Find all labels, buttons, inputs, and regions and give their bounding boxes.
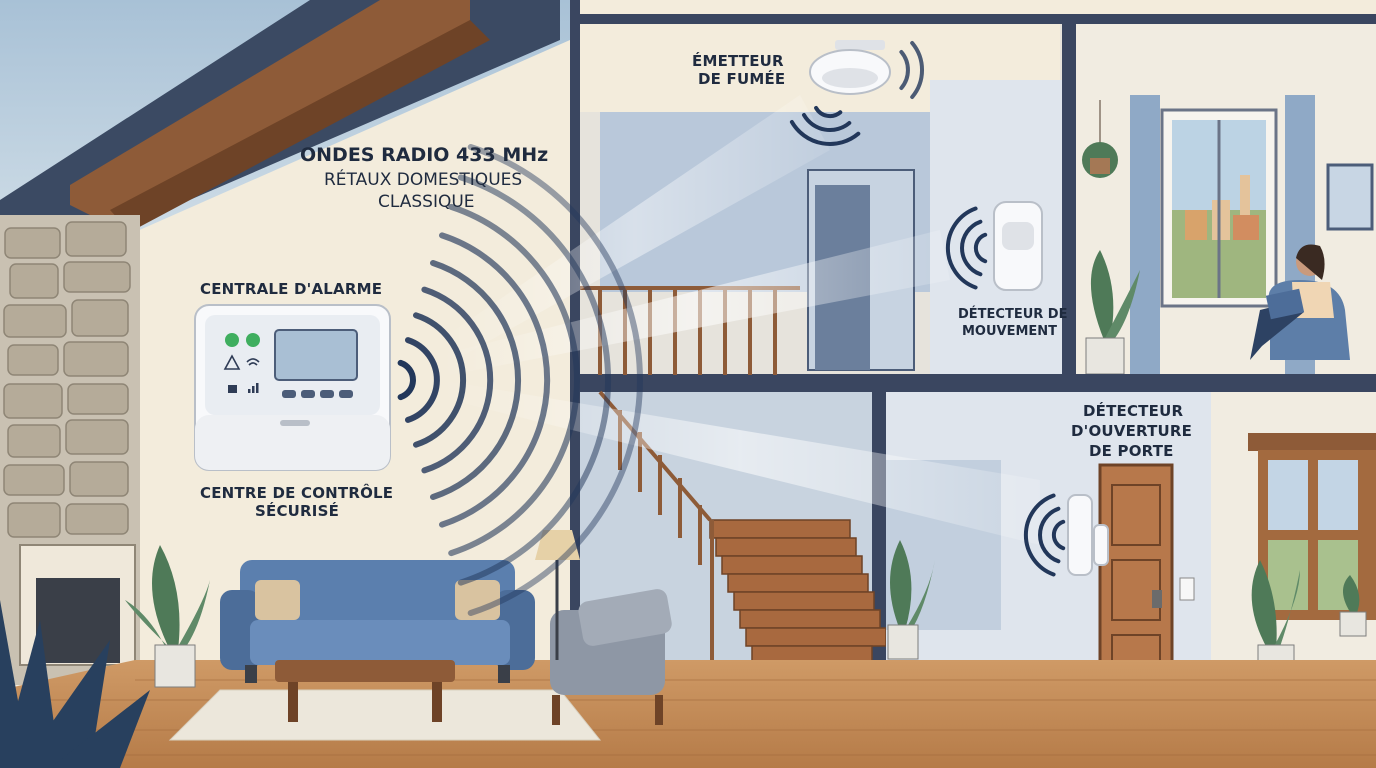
radio-wave-icon <box>397 144 643 616</box>
light-switch <box>1179 577 1195 601</box>
radio-arc <box>1051 519 1066 551</box>
corridor-plant <box>887 540 935 660</box>
door-sensor-icon <box>1067 494 1109 576</box>
leaf-icon <box>225 333 239 347</box>
radio-title: ONDES RADIO 433 MHz <box>300 144 549 166</box>
door-wave-icon <box>1023 493 1066 577</box>
motion-label-line-2: MOUVEMENT <box>962 324 1058 339</box>
alarm-panel-icon <box>194 304 391 471</box>
radio-arc <box>802 113 852 133</box>
radio-subtitle-1: RÉTAUX DOMESTIQUES <box>324 170 523 190</box>
radio-arc <box>973 232 988 264</box>
smoke-detector-icon <box>809 40 891 95</box>
lock-icon <box>228 385 237 393</box>
staircase <box>709 519 887 663</box>
warning-icon <box>223 354 241 370</box>
door-label-line-3: DE PORTE <box>1089 442 1174 460</box>
smoke-label-line-2: DE FUMÉE <box>698 70 786 88</box>
floor-slab <box>570 374 1376 392</box>
radio-arc <box>945 206 978 290</box>
smoke-label-line-1: ÉMETTEUR <box>692 52 784 70</box>
smoke-wave-icon <box>789 41 924 146</box>
wall-picture <box>1326 163 1374 231</box>
radio-subtitle-2: CLASSIQUE <box>378 192 475 212</box>
radio-arc <box>413 312 466 448</box>
small-plant <box>1339 575 1367 637</box>
roof-timber-lower <box>110 20 490 232</box>
control-center-line-2: SÉCURISÉ <box>255 502 340 520</box>
wall-frame-top <box>570 14 1376 24</box>
radio-arc <box>960 219 983 277</box>
stone-blocks <box>3 221 131 538</box>
radio-arc <box>448 203 580 557</box>
radio-arc <box>421 286 494 474</box>
radio-arc <box>405 337 440 423</box>
radio-arc <box>910 41 924 99</box>
floor <box>0 660 1376 768</box>
radio-arc <box>814 106 843 119</box>
motion-sensor-icon <box>993 201 1043 291</box>
reading-woman <box>1250 244 1350 360</box>
door-label-line-1: DÉTECTEUR <box>1083 402 1184 420</box>
radio-arc <box>430 260 522 500</box>
radio-beam-motion <box>440 230 950 375</box>
central-title: CENTRALE D'ALARME <box>200 280 383 298</box>
radio-arc <box>1023 493 1056 577</box>
right-window <box>1248 433 1376 620</box>
sofa <box>220 560 535 683</box>
radio-beam-smoke <box>440 95 830 360</box>
radio-arc <box>439 232 551 528</box>
motion-wave-icon <box>945 206 988 290</box>
curtain-left <box>1130 95 1160 375</box>
radio-arc <box>457 174 611 586</box>
radio-arc <box>467 144 643 616</box>
motion-label-line-1: DÉTECTEUR DE <box>958 307 1068 322</box>
roof-timber <box>70 0 470 230</box>
radio-arc <box>899 50 910 90</box>
power-status-icon <box>246 333 260 347</box>
bedroom-plant <box>1085 250 1140 375</box>
radio-arc <box>1038 506 1061 564</box>
door-label-line-2: D'OUVERTURE <box>1071 422 1193 440</box>
radio-arc <box>789 120 861 146</box>
living-plant <box>125 545 210 688</box>
radio-beam-door <box>440 380 1040 545</box>
floor-lamp <box>535 530 580 660</box>
control-center-line-1: CENTRE DE CONTRÔLE <box>200 484 394 502</box>
signal-bars-icon <box>248 383 259 393</box>
armchair <box>550 589 672 725</box>
wifi-icon <box>246 358 260 366</box>
hanging-plant <box>1082 100 1118 178</box>
wall-frame-mid <box>1062 22 1076 378</box>
radio-arc <box>397 359 416 401</box>
coffee-table <box>275 660 455 722</box>
rug <box>168 689 602 741</box>
foreground-palm <box>0 600 150 768</box>
